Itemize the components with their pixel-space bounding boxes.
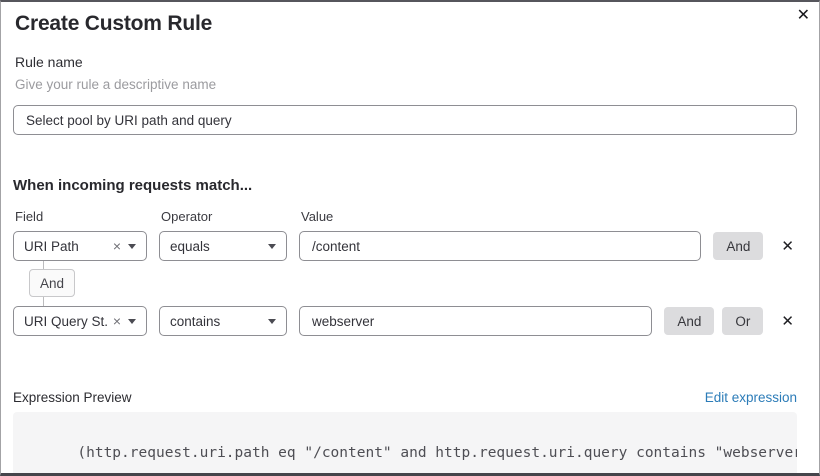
field-select-value: URI Path <box>24 238 79 254</box>
and-button[interactable]: And <box>713 232 764 260</box>
and-connector-badge: And <box>29 269 76 297</box>
field-select[interactable]: URI Path × <box>13 231 147 261</box>
chevron-down-icon <box>128 318 136 324</box>
chevron-down-icon <box>268 243 276 249</box>
chevron-down-icon <box>128 243 136 249</box>
operator-select-value: contains <box>170 313 221 329</box>
condition-row: URI Query St... × contains And Or ✕ <box>13 306 797 336</box>
remove-condition-icon[interactable]: ✕ <box>781 312 794 330</box>
condition-connector: And <box>13 261 797 306</box>
value-column-label: Value <box>301 209 334 224</box>
dialog-title: Create Custom Rule <box>15 12 213 35</box>
rule-name-input[interactable] <box>13 105 797 135</box>
or-button[interactable]: Or <box>722 307 764 335</box>
expression-preview-label: Expression Preview <box>13 390 132 405</box>
operator-select[interactable]: contains <box>159 306 287 336</box>
rule-name-label: Rule name <box>15 54 83 70</box>
chevron-down-icon <box>268 318 276 324</box>
expression-preview-header: Expression Preview Edit expression <box>13 389 797 406</box>
match-heading: When incoming requests match... <box>13 177 253 194</box>
clear-selection-icon[interactable]: × <box>112 238 121 254</box>
field-column-label: Field <box>15 209 44 224</box>
operator-select-value: equals <box>170 238 210 254</box>
expression-code-block: (http.request.uri.path eq "/content" and… <box>13 412 797 473</box>
column-labels: Field Operator Value <box>13 209 797 224</box>
field-select[interactable]: URI Query St... × <box>13 306 147 336</box>
edit-expression-link[interactable]: Edit expression <box>704 390 797 405</box>
match-section: When incoming requests match... Field Op… <box>13 177 797 336</box>
rule-name-section: Rule name Give your rule a descriptive n… <box>13 54 797 135</box>
clear-selection-icon[interactable]: × <box>112 313 121 329</box>
remove-condition-icon[interactable]: ✕ <box>781 237 794 255</box>
value-input[interactable] <box>299 306 653 336</box>
rule-name-hint: Give your rule a descriptive name <box>15 77 217 92</box>
and-button[interactable]: And <box>664 307 715 335</box>
operator-select[interactable]: equals <box>159 231 287 261</box>
condition-row: URI Path × equals And ✕ <box>13 231 797 261</box>
expression-preview-section: Expression Preview Edit expression (http… <box>13 389 797 473</box>
value-input[interactable] <box>299 231 702 261</box>
expression-code: (http.request.uri.path eq "/content" and… <box>77 445 797 461</box>
field-select-value: URI Query St... <box>24 313 109 329</box>
operator-column-label: Operator <box>161 209 213 224</box>
close-icon[interactable]: ✕ <box>796 7 810 24</box>
